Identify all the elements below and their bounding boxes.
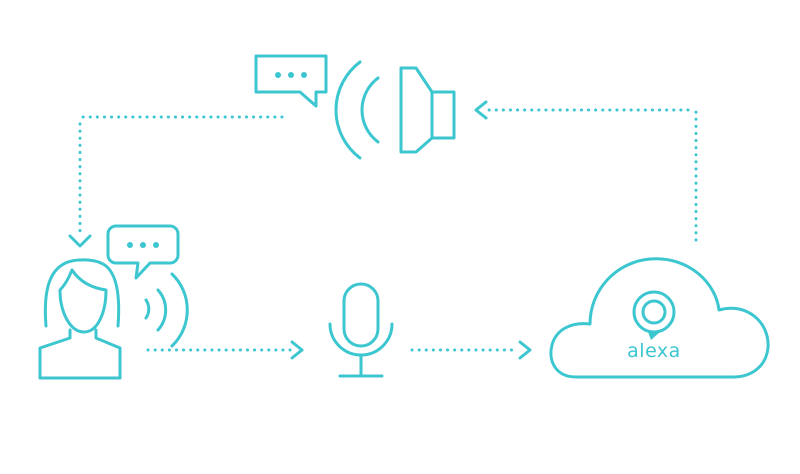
cloud-label: alexa: [627, 340, 681, 362]
cloud-icon: [549, 257, 770, 379]
alexa-logo-icon: [632, 290, 676, 340]
request-flow-arrows: [146, 340, 532, 360]
person-speech-bubble-icon: [106, 224, 180, 280]
speaker-icon: [334, 60, 456, 160]
speaker-speech-bubble-icon: [254, 54, 328, 108]
person-icon: [38, 258, 122, 380]
microphone-icon: [328, 282, 394, 378]
person-sound-waves-icon: [144, 272, 189, 348]
response-flow-arrows: [68, 100, 698, 248]
